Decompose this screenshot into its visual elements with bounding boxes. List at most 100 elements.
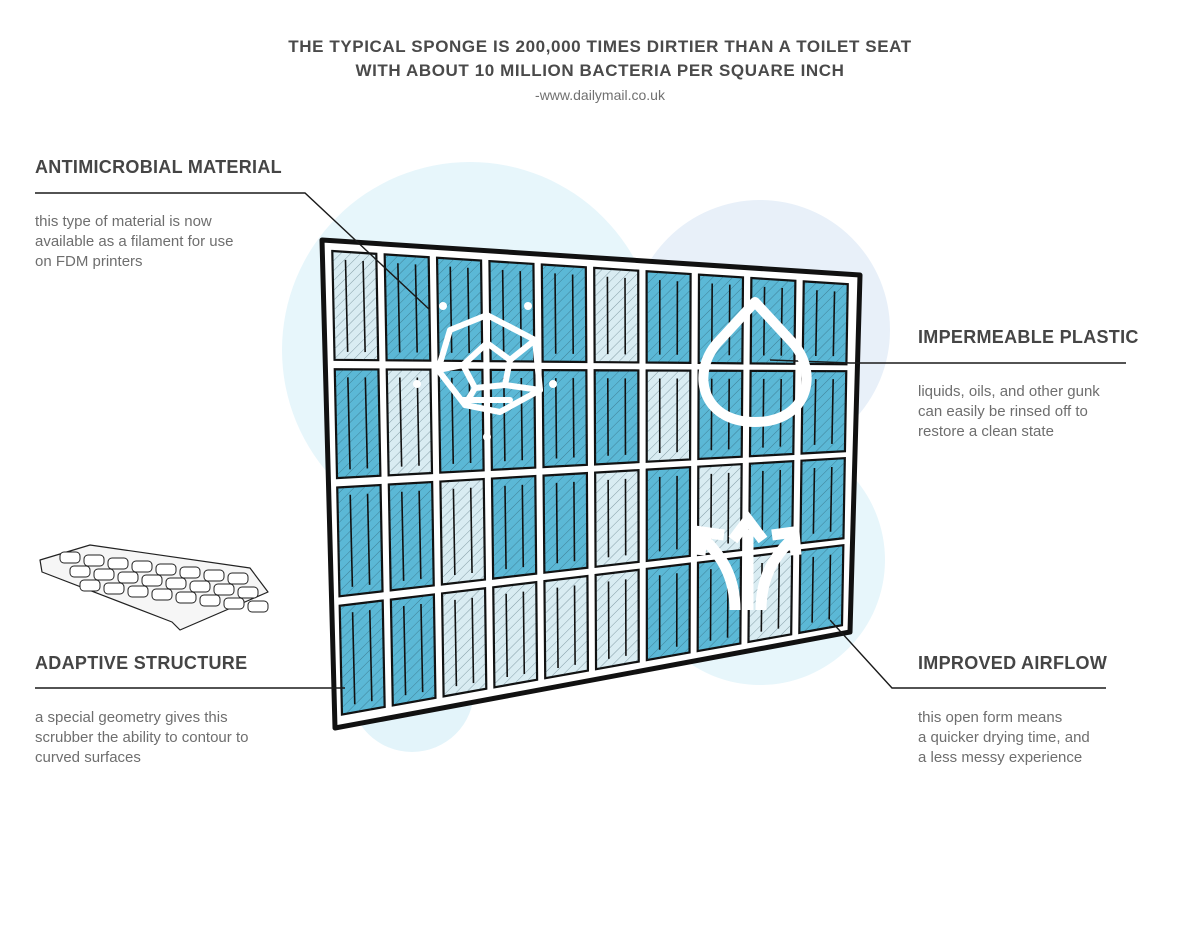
sponge-cell-hatching [491, 476, 537, 579]
sponge-cell-loop [658, 573, 678, 650]
sponge-cell-loop [554, 273, 575, 354]
callout-body: liquids, oils, and other gunk can easily… [918, 382, 1178, 442]
sponge-cell-hatching [334, 369, 381, 479]
sponge-cell-hatching [595, 470, 639, 567]
sponge-cell-loop [762, 286, 783, 356]
sponge-cell-loop [402, 603, 424, 696]
sponge-cell-loop [658, 280, 679, 355]
callout-title: ANTIMICROBIAL MATERIAL [35, 157, 282, 177]
sponge-cell-hatching [332, 251, 379, 361]
callout-title: ADAPTIVE STRUCTURE [35, 653, 248, 673]
sponge-cell-loop [554, 378, 575, 459]
headline-line-2: WITH ABOUT 10 MILLION BACTERIA PER SQUAR… [355, 61, 845, 80]
sponge-cell-hatching [646, 370, 691, 462]
sponge-cell-hatching [749, 370, 795, 457]
sketch-cell [127, 585, 149, 598]
sponge-cell-loop [503, 377, 524, 462]
callout-body-line: curved surfaces [35, 749, 141, 766]
sketch-cell [117, 571, 139, 584]
sponge-cell-hatching [800, 458, 845, 544]
callout-airflow: IMPROVED AIRFLOW this open form means a … [918, 653, 1178, 768]
sponge-cell-loop [811, 554, 832, 623]
callout-body-line: this open form means [918, 709, 1063, 726]
sponge-cell-loop [452, 487, 473, 576]
bacteria-icon [413, 302, 557, 441]
sketch-cell [131, 560, 153, 573]
sketch-cell [203, 569, 225, 582]
sponge-cell-loop [606, 378, 627, 456]
sponge-cell-hatching [337, 485, 383, 597]
sketch-cell [103, 582, 125, 595]
airflow-arrows-icon [694, 510, 802, 611]
leader-lines [35, 192, 1126, 689]
sponge-cell-loop [351, 610, 373, 705]
sponge-cell-loop [812, 466, 833, 534]
sponge-cell-loop [607, 579, 627, 659]
callout-body-line: a special geometry gives this [35, 709, 228, 726]
sponge-cell-hatching [490, 369, 536, 470]
callout-body-line: a less messy experience [918, 749, 1083, 766]
sketch-cell [151, 588, 173, 601]
callout-body-line: liquids, oils, and other gunk [918, 383, 1100, 400]
sketch-cells [59, 551, 269, 613]
sponge-cell-loop [813, 379, 834, 445]
leader-impermeable [769, 359, 1126, 364]
sponge-cell-loop [761, 469, 782, 540]
callout-body-line: restore a clean state [918, 423, 1054, 440]
sponge-cell-loop [504, 484, 525, 570]
sponge-cell-loop [397, 263, 418, 353]
sketch-cell [247, 600, 269, 613]
sponge-cell-loop [399, 377, 420, 467]
sketch-cell [237, 586, 259, 599]
sponge-cell-hatching [543, 473, 588, 573]
sponge-cell-hatching [595, 569, 639, 670]
callout-body-line: this type of material is now [35, 213, 212, 230]
callout-body-line: available as a filament for use [35, 233, 234, 250]
sponge-cell-hatching [799, 545, 844, 633]
sketch-cell [69, 565, 91, 578]
callout-adaptive: ADAPTIVE STRUCTURE a special geometry gi… [35, 653, 335, 768]
sponge-cell-loop [606, 276, 627, 355]
sponge-cell-hatching [440, 479, 485, 585]
sketch-cell [83, 554, 105, 567]
header: THE TYPICAL SPONGE IS 200,000 TIMES DIRT… [0, 35, 1200, 103]
sponge-cell-hatching [646, 467, 691, 561]
sketch-cell [93, 568, 115, 581]
sketch-cell [141, 574, 163, 587]
callout-body: this type of material is now available a… [35, 212, 335, 272]
callout-antimicrobial: ANTIMICROBIAL MATERIAL this type of mate… [35, 157, 335, 272]
scrubber-sketch [39, 544, 269, 631]
sketch-cell [59, 551, 81, 564]
sponge-cell-loop [815, 290, 836, 357]
sponge-cell-hatching [594, 267, 639, 363]
sponge-cell-loop [454, 597, 475, 687]
sponge-cell-hatching [388, 482, 434, 591]
sponge-cell-hatching [748, 551, 793, 642]
sketch-cell [179, 566, 201, 579]
sketch-cell [189, 580, 211, 593]
sponge-cells [331, 249, 849, 716]
callout-body: a special geometry gives this scrubber t… [35, 708, 335, 768]
sponge-cell-hatching [384, 254, 431, 361]
sponge-cell-hatching [801, 371, 847, 454]
sponge-cell-hatching [541, 264, 587, 362]
sponge-cell-hatching [386, 369, 433, 476]
sponge-cell-hatching [544, 575, 588, 679]
source-citation: -www.dailymail.co.uk [535, 87, 665, 103]
sponge-cell-hatching [646, 271, 691, 363]
sketch-cell [227, 572, 249, 585]
sponge-cell-hatching [594, 370, 639, 465]
sponge-cell-hatching [802, 281, 848, 365]
callout-body: this open form means a quicker drying ti… [918, 708, 1178, 768]
sponge-cell-hatching [442, 588, 487, 697]
water-drop-icon [698, 297, 812, 427]
callout-body-line: a quicker drying time, and [918, 729, 1090, 746]
sponge-cell-loop [349, 493, 371, 587]
sketch-cell [213, 583, 235, 596]
sponge-cell-loop [347, 377, 369, 470]
sponge-cell-hatching [339, 600, 385, 715]
sponge-cell-loop [505, 591, 526, 678]
sketch-cell [223, 597, 245, 610]
sponge-cell-loop [401, 490, 422, 581]
